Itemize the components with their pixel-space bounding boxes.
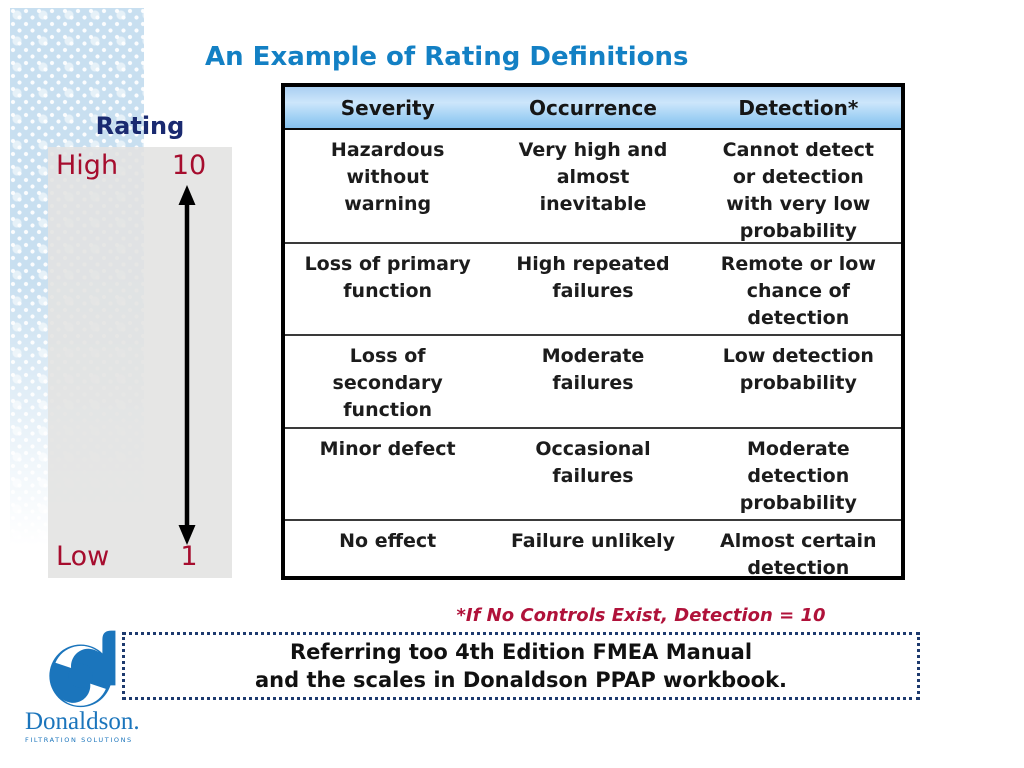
- rating-scale-label: Rating: [95, 112, 185, 140]
- table-cell: No effect: [339, 530, 437, 552]
- table-row: Hazardous without warning Very high and …: [285, 130, 901, 242]
- rating-low-label: Low: [56, 541, 110, 572]
- rating-low-value: 1: [180, 541, 198, 572]
- logo-tagline: FILTRATION SOLUTIONS: [25, 736, 133, 744]
- table-cell: High repeated failures: [516, 253, 670, 302]
- rating-range-arrow-icon: [178, 185, 196, 545]
- table-row: Minor defect Occasional failures Moderat…: [285, 427, 901, 519]
- table-cell: Remote or low chance of detection: [720, 253, 876, 329]
- table-cell: Occasional failures: [535, 438, 651, 487]
- table-header-occurrence: Occurrence: [529, 95, 657, 120]
- page-title: An Example of Rating Definitions: [205, 42, 689, 72]
- table-row: Loss of secondary function Moderate fail…: [285, 334, 901, 427]
- reference-line-2: and the scales in Donaldson PPAP workboo…: [254, 667, 788, 692]
- donaldson-d-swirl-icon: [49, 630, 116, 708]
- table-cell: Low detection probability: [722, 345, 874, 394]
- table-header-row: Severity Occurrence Detection*: [285, 87, 901, 130]
- table-cell: Failure unlikely: [510, 530, 676, 552]
- reference-box: Referring too 4th Edition FMEA Manual an…: [122, 632, 920, 700]
- table-row: Loss of primary function High repeated f…: [285, 242, 901, 334]
- rating-high-label: High: [56, 150, 119, 181]
- table-cell: Loss of primary function: [304, 253, 471, 302]
- table-cell: Almost certain detection: [720, 530, 877, 579]
- table-cell: Very high and almost inevitable: [518, 139, 668, 215]
- table-cell: Minor defect: [319, 438, 456, 460]
- rating-high-value: 10: [171, 150, 207, 181]
- table-cell: Moderate failures: [541, 345, 645, 394]
- table-cell: Moderate detection probability: [739, 438, 857, 514]
- table-cell: Hazardous without warning: [330, 139, 445, 215]
- rating-definitions-table: Severity Occurrence Detection* Hazardous…: [281, 83, 905, 580]
- logo-wordmark: Donaldson.: [25, 708, 140, 735]
- detection-footnote: *If No Controls Exist, Detection = 10: [456, 605, 826, 626]
- table-row: No effect Failure unlikely Almost certai…: [285, 519, 901, 579]
- table-header-severity: Severity: [340, 95, 435, 120]
- table-cell: Loss of secondary function: [332, 345, 443, 421]
- reference-line-1: Referring too 4th Edition FMEA Manual: [289, 639, 753, 664]
- donaldson-logo: Donaldson. FILTRATION SOLUTIONS: [25, 628, 145, 744]
- rating-scale-panel: [48, 147, 232, 578]
- table-header-detection: Detection*: [738, 95, 859, 120]
- table-cell: Cannot detect or detection with very low…: [722, 139, 874, 242]
